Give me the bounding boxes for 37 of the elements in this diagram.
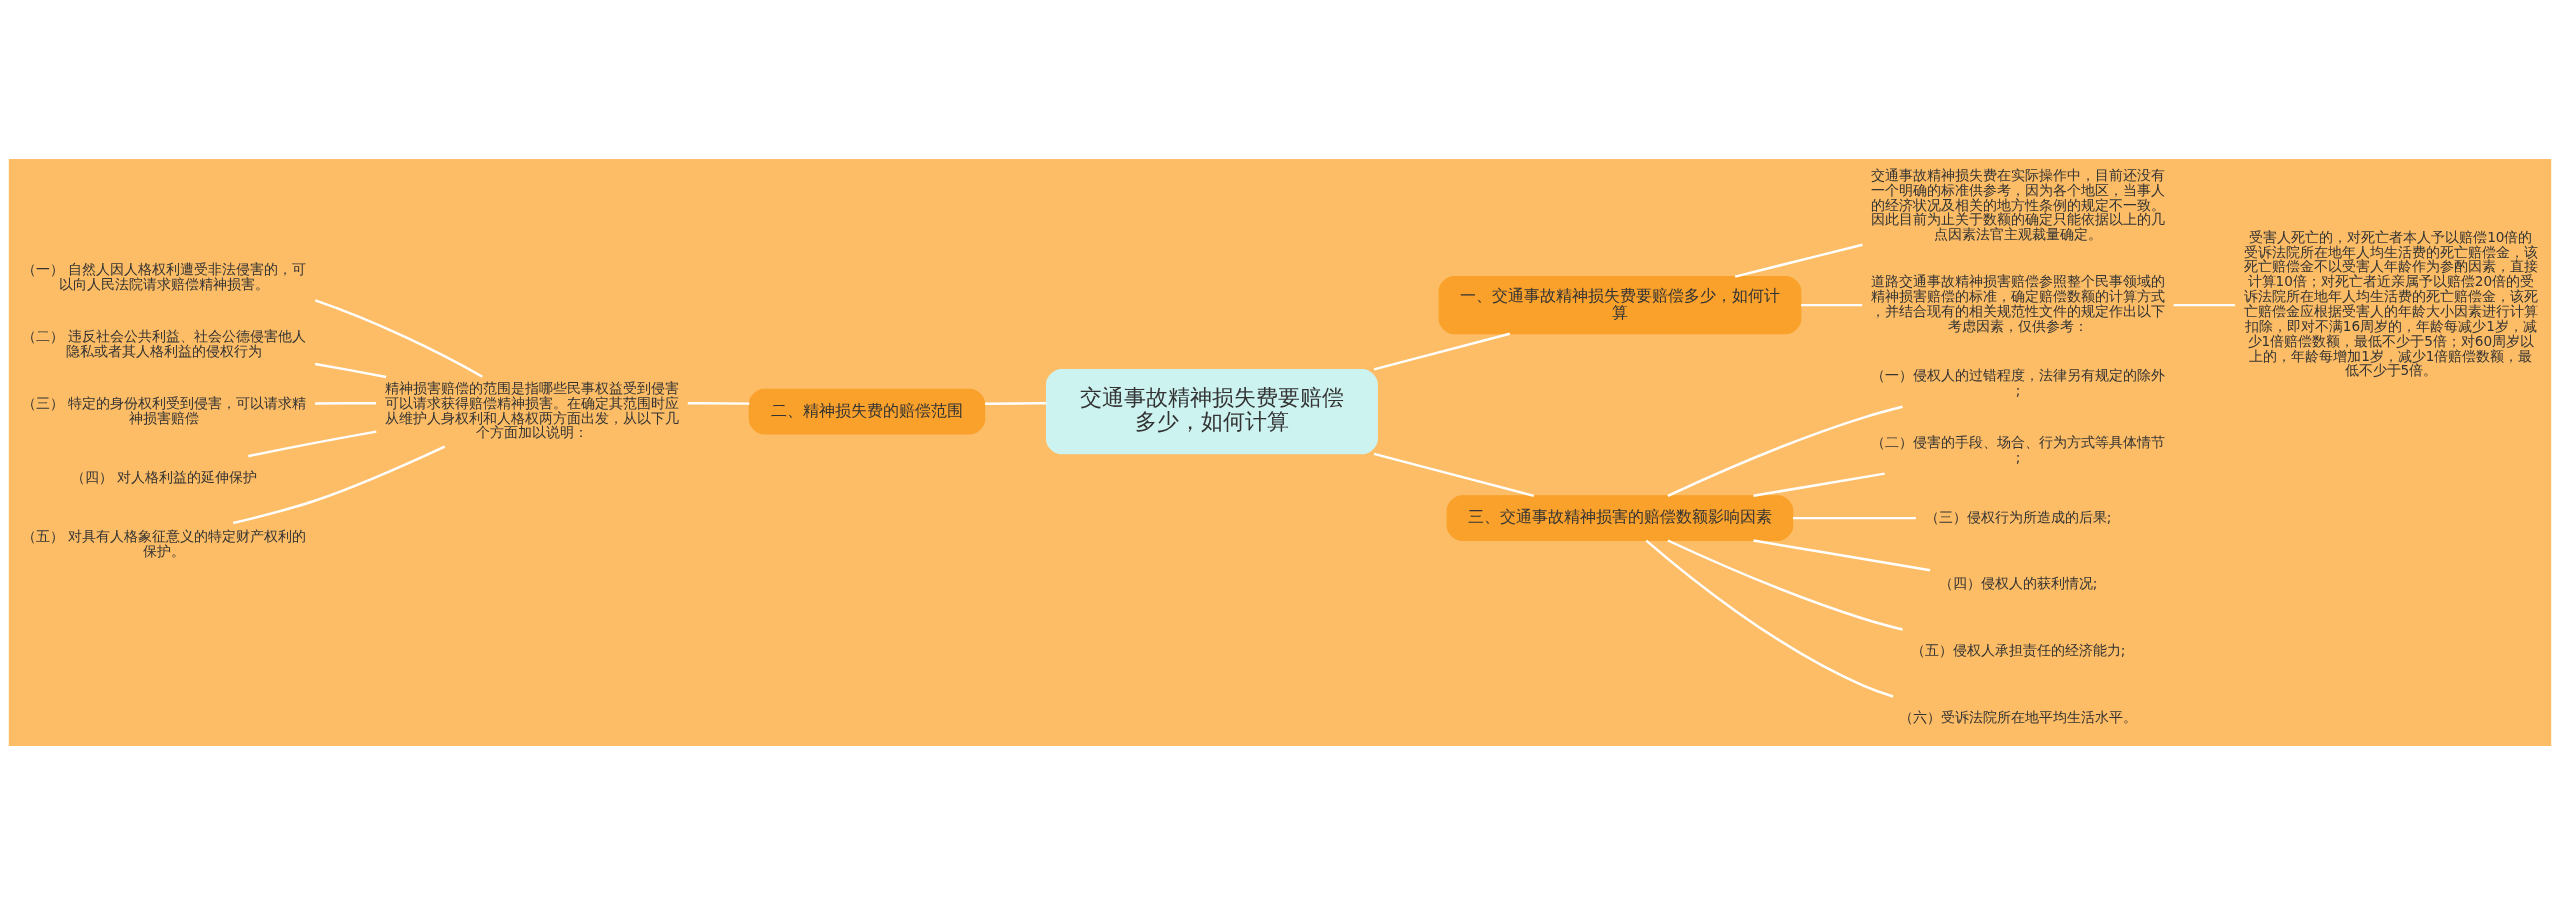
node-text: （五）侵权人承担责任的经济能力; bbox=[1910, 641, 2126, 658]
connector bbox=[1793, 516, 1916, 519]
node-box: 三、交通事故精神损害的赔偿数额影响因素 bbox=[1446, 494, 1794, 541]
connector bbox=[315, 401, 377, 405]
connector bbox=[248, 429, 377, 457]
node-box: 二、精神损失费的赔偿范围 bbox=[748, 388, 986, 435]
node-text: （二） 违反社会公共利益、社会公德侵害他人隐私或者其人格利益的侵权行为 bbox=[22, 327, 307, 359]
connector bbox=[985, 401, 1047, 405]
node-text: （一） 自然人因人格权利遭受非法侵害的，可以向人民法院请求赔偿精神损害。 bbox=[22, 260, 307, 292]
node-text: （六）受诉法院所在地平均生活水平。 bbox=[1899, 708, 2138, 725]
node-text: 精神损害赔偿的范围是指哪些民事权益受到侵害可以请求获得赔偿精神损害。在确定其范围时应从维护人身权利和人格权两方面出发，从以下几个方面加以说明： bbox=[385, 379, 680, 440]
connector bbox=[1734, 243, 1863, 278]
node-text: （二）侵害的手段、场合、行为方式等具体情节; bbox=[1871, 433, 2166, 465]
connector bbox=[1645, 539, 1894, 698]
connector bbox=[1667, 405, 1903, 497]
connector bbox=[314, 362, 387, 378]
connector bbox=[1753, 471, 1885, 497]
node-text: （一）侵权人的过错程度，法律另有规定的除外; bbox=[1871, 366, 2166, 398]
connector bbox=[1801, 303, 1863, 306]
node-box: 交通事故精神损失费要赔偿多少，如何计算 bbox=[1045, 368, 1378, 454]
node-text: （四）侵权人的获利情况; bbox=[1938, 574, 2098, 591]
connector bbox=[1667, 538, 1903, 631]
connector bbox=[1753, 538, 1931, 572]
connector bbox=[1373, 452, 1535, 497]
connector bbox=[314, 298, 483, 378]
node-text: （三） 特定的身份权利受到侵害，可以请求精神损害赔偿 bbox=[22, 394, 307, 426]
node-text: （四） 对人格利益的延伸保护 bbox=[71, 468, 258, 485]
connector bbox=[687, 401, 750, 405]
node-text: 道路交通事故精神损害赔偿参照整个民事领域的精神损害赔偿的标准，确定赔偿数额的计算方式，并结合现有的相关规范性文件的规定作出以下考虑因素，仅供参考： bbox=[1871, 272, 2166, 334]
node-box: 一、交通事故精神损失费要赔偿多少，如何计算 bbox=[1438, 275, 1802, 334]
connector bbox=[232, 444, 446, 524]
node-text: 受害人死亡的，对死亡者本人予以赔偿10倍的受诉法院所在地年人均生活费的死亡赔偿金，该死亡赔偿金不以受害人年龄作为参酌因素，直接计算10倍；对死亡者近亲属予以赔偿20倍的受诉法院所在地年人均生活费的死亡赔偿金，该死亡赔偿金应根据受害人的年龄大小因素进行计算扣除，即对不满16周岁的，年龄每减少1岁，减少1倍赔偿数额，最低不少于5倍；对60周岁以上的，年龄每增加1岁，减少1倍赔偿数额，最低不少于5倍。 bbox=[2243, 228, 2538, 378]
node-text: 交通事故精神损失费在实际操作中，目前还没有一个明确的标准供参考，因为各个地区，当事人的经济状况及相关的地方性条例的规定不一致。因此目前为止关于数额的确定只能依据以上的几点因素法官主观裁量确定。 bbox=[1871, 166, 2166, 242]
node-text: （三）侵权行为所造成的后果; bbox=[1924, 508, 2112, 525]
connector bbox=[1373, 332, 1511, 371]
connector bbox=[2173, 303, 2235, 306]
node-text: （五） 对具有人格象征意义的特定财产权利的保护。 bbox=[22, 527, 307, 559]
